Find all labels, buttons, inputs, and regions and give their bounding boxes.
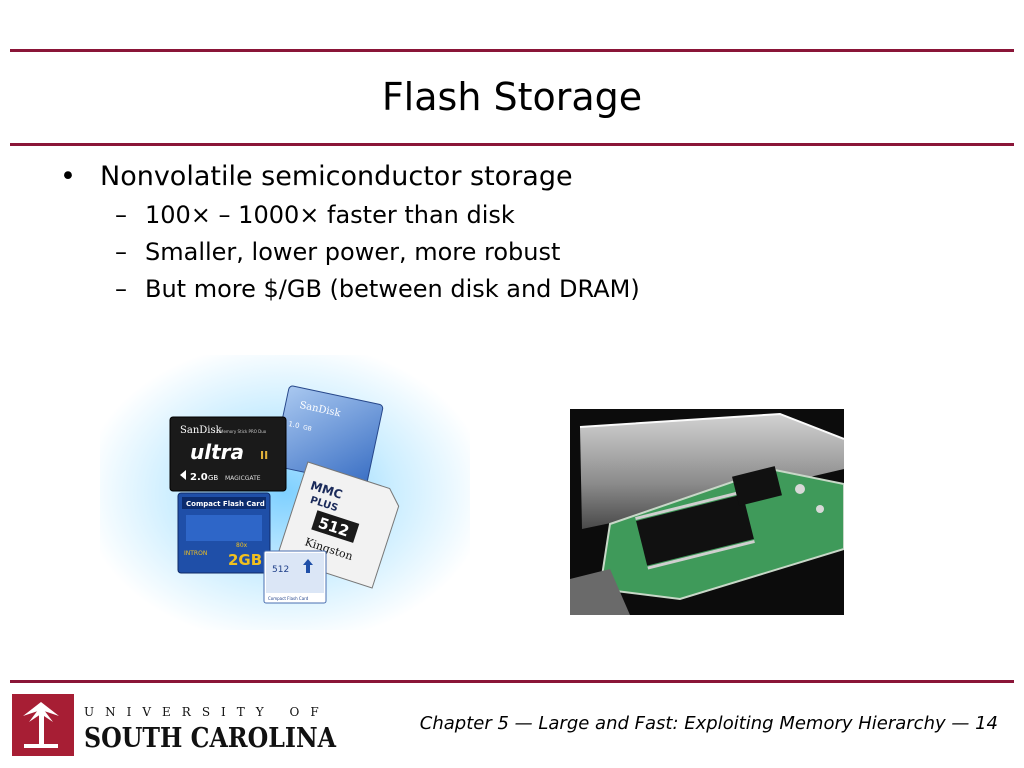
- black-card-brand: SanDisk: [180, 425, 223, 436]
- cf-title: Compact Flash Card: [186, 500, 265, 508]
- black-card-gen: II: [260, 449, 268, 462]
- cf-brand: INTRON: [184, 550, 207, 557]
- footer-caption: Chapter 5 — Large and Fast: Exploiting M…: [419, 713, 998, 734]
- blue-memory-stick: SanDisk 1.0 GB: [272, 385, 384, 486]
- cf-speed: 80x: [236, 542, 248, 549]
- black-card-unit: GB: [208, 474, 218, 482]
- sub-bullet-text: But more $/GB (between disk and DRAM): [145, 275, 640, 303]
- usb-drive-internals-photo: [570, 409, 844, 615]
- bullet-text: Nonvolatile semiconductor storage: [100, 161, 573, 192]
- slide-title: Flash Storage: [381, 75, 643, 119]
- black-card-capacity: 2.0: [190, 472, 208, 483]
- university-logo: UNIVERSITY OF SOUTH CAROLINA: [12, 694, 337, 756]
- small-card-capacity: 512: [272, 565, 289, 575]
- blue-stick-unit: GB: [302, 424, 312, 433]
- small-compact-flash-card: 512 Compact Flash Card: [263, 550, 327, 604]
- black-memory-stick: SanDisk Memory Stick PRO Duo ultra II 2.…: [169, 416, 287, 492]
- sub-bullet-marker: –: [115, 201, 127, 229]
- palmetto-icon: [23, 702, 59, 748]
- logo-line2: SOUTH CAROLINA: [84, 723, 337, 754]
- top-rule: [10, 49, 1014, 52]
- sub-bullet-marker: –: [115, 238, 127, 266]
- sub-bullet-text: 100× – 1000× faster than disk: [145, 201, 515, 229]
- compact-flash-card: Compact Flash Card INTRON 80x 2GB: [177, 492, 271, 574]
- sub-bullet-marker: –: [115, 275, 127, 303]
- black-card-magicgate: MAGICGATE: [225, 475, 261, 482]
- memory-cards-photo: SanDisk 1.0 GB SanDisk Memory Stick PRO …: [100, 355, 470, 630]
- footer-rule: [10, 680, 1014, 683]
- bullet-marker: •: [60, 161, 76, 192]
- sub-bullet-text: Smaller, lower power, more robust: [145, 238, 561, 266]
- small-card-footer: Compact Flash Card: [268, 596, 309, 601]
- black-card-ultra: ultra: [190, 440, 244, 464]
- title-rule: [10, 143, 1014, 146]
- logo-line1: UNIVERSITY OF: [84, 705, 330, 719]
- black-card-model: Memory Stick PRO Duo: [220, 429, 267, 434]
- cf-capacity: 2GB: [228, 551, 262, 569]
- blue-stick-capacity: 1.0: [288, 420, 301, 430]
